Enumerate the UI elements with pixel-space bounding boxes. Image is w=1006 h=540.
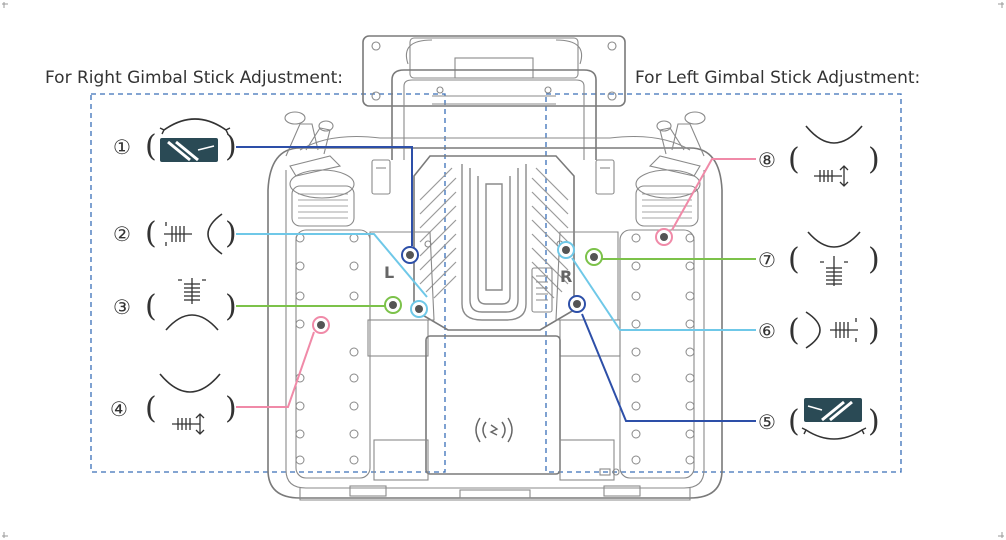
spring-horizontal-icon (805, 311, 858, 349)
leader-line-2 (236, 233, 428, 298)
remote-controller-body: L R (267, 35, 723, 501)
adjust-screw-7[interactable] (585, 248, 603, 266)
callout-number-5: ⑤ (758, 410, 776, 434)
callout-8: ⑧ () (758, 125, 880, 187)
right-panel-letter: R (560, 267, 572, 286)
svg-text:): ) (868, 242, 880, 277)
callout-number-7: ⑦ (758, 248, 776, 272)
svg-text:): ) (225, 129, 237, 164)
adjust-screw-1[interactable] (401, 246, 419, 264)
svg-text:(: ( (145, 216, 157, 251)
callout-1: ① () (113, 118, 237, 164)
svg-text:(: ( (788, 242, 800, 277)
svg-text:): ) (868, 404, 880, 439)
callout-5: ⑤ () (758, 398, 880, 440)
spring-horizontal-icon (164, 213, 223, 255)
svg-text:(: ( (145, 391, 157, 426)
svg-text:(: ( (145, 129, 157, 164)
svg-text:): ) (225, 216, 237, 251)
callout-number-1: ① (113, 135, 131, 159)
adjust-screw-5[interactable] (568, 295, 586, 313)
stick-tension-arc-icon (801, 398, 867, 440)
left-panel-letter: L (384, 263, 394, 282)
adjust-screw-2[interactable] (410, 300, 428, 318)
battery-compartment (425, 335, 561, 475)
leader-line-5 (581, 313, 756, 422)
adjust-screw-8[interactable] (655, 228, 673, 246)
svg-text:): ) (225, 391, 237, 426)
leader-line-4 (236, 331, 315, 408)
svg-text:(: ( (788, 142, 800, 177)
leader-line-8 (671, 158, 756, 231)
heading-left-gimbal: For Left Gimbal Stick Adjustment: (635, 68, 920, 88)
callout-number-3: ③ (113, 295, 131, 319)
spring-vertical-icon (807, 231, 861, 286)
callout-6: ⑥ () (758, 311, 880, 349)
leader-line-1 (236, 146, 413, 246)
svg-text:(: ( (145, 289, 157, 324)
heading-right-gimbal: For Right Gimbal Stick Adjustment: (45, 68, 343, 88)
left-gimbal-frame (545, 93, 902, 473)
callout-4: ④ () (110, 373, 237, 435)
svg-text:): ) (868, 142, 880, 177)
callout-number-6: ⑥ (758, 319, 776, 343)
callout-3: ③ () (113, 278, 237, 331)
left-adjust-panel (369, 231, 435, 321)
svg-text:): ) (868, 313, 880, 348)
adjust-screw-3[interactable] (384, 296, 402, 314)
callout-2: ② () (113, 213, 237, 255)
callout-number-4: ④ (110, 397, 128, 421)
svg-text:): ) (225, 289, 237, 324)
adjust-screw-6[interactable] (557, 241, 575, 259)
adjust-screw-4[interactable] (312, 316, 330, 334)
callout-number-8: ⑧ (758, 148, 776, 172)
stick-tension-arc-icon (159, 118, 231, 162)
callout-7: ⑦ () (758, 231, 880, 286)
nfc-icon (475, 417, 513, 443)
throttle-friction-icon (805, 125, 863, 187)
callout-number-2: ② (113, 222, 131, 246)
svg-text:(: ( (788, 313, 800, 348)
svg-text:(: ( (788, 404, 800, 439)
throttle-friction-icon (159, 373, 221, 435)
spring-vertical-icon (165, 278, 219, 331)
leader-line-6 (571, 257, 756, 331)
